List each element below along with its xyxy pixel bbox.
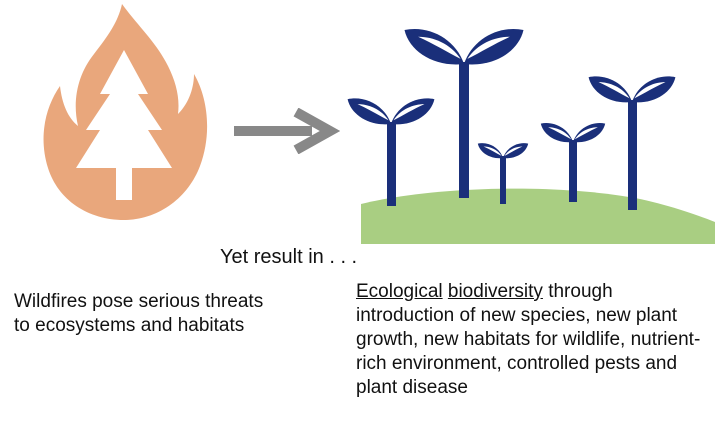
wildfire-threat-text: Wildfires pose serious threats to ecosys… [14,291,264,336]
sprout-mid-right [540,123,606,202]
sprout-small [477,143,529,204]
transition-caption: Yet result in . . . [220,246,358,268]
biodiversity-description: through introduction of new species, new… [356,281,701,398]
highlight-ecological: Ecological [356,281,443,302]
grass-hill [361,188,715,244]
fire-icon [43,4,208,220]
sprout-left [347,98,435,206]
plant-sprouts-icon [347,28,715,244]
sprout-tall [404,28,524,198]
sprout-right [588,76,676,210]
right-arrow-icon [234,108,340,154]
tree-silhouette [76,50,172,200]
highlight-biodiversity: biodiversity [447,281,543,302]
biodiversity-text: Ecological biodiversity through introduc… [356,280,701,400]
